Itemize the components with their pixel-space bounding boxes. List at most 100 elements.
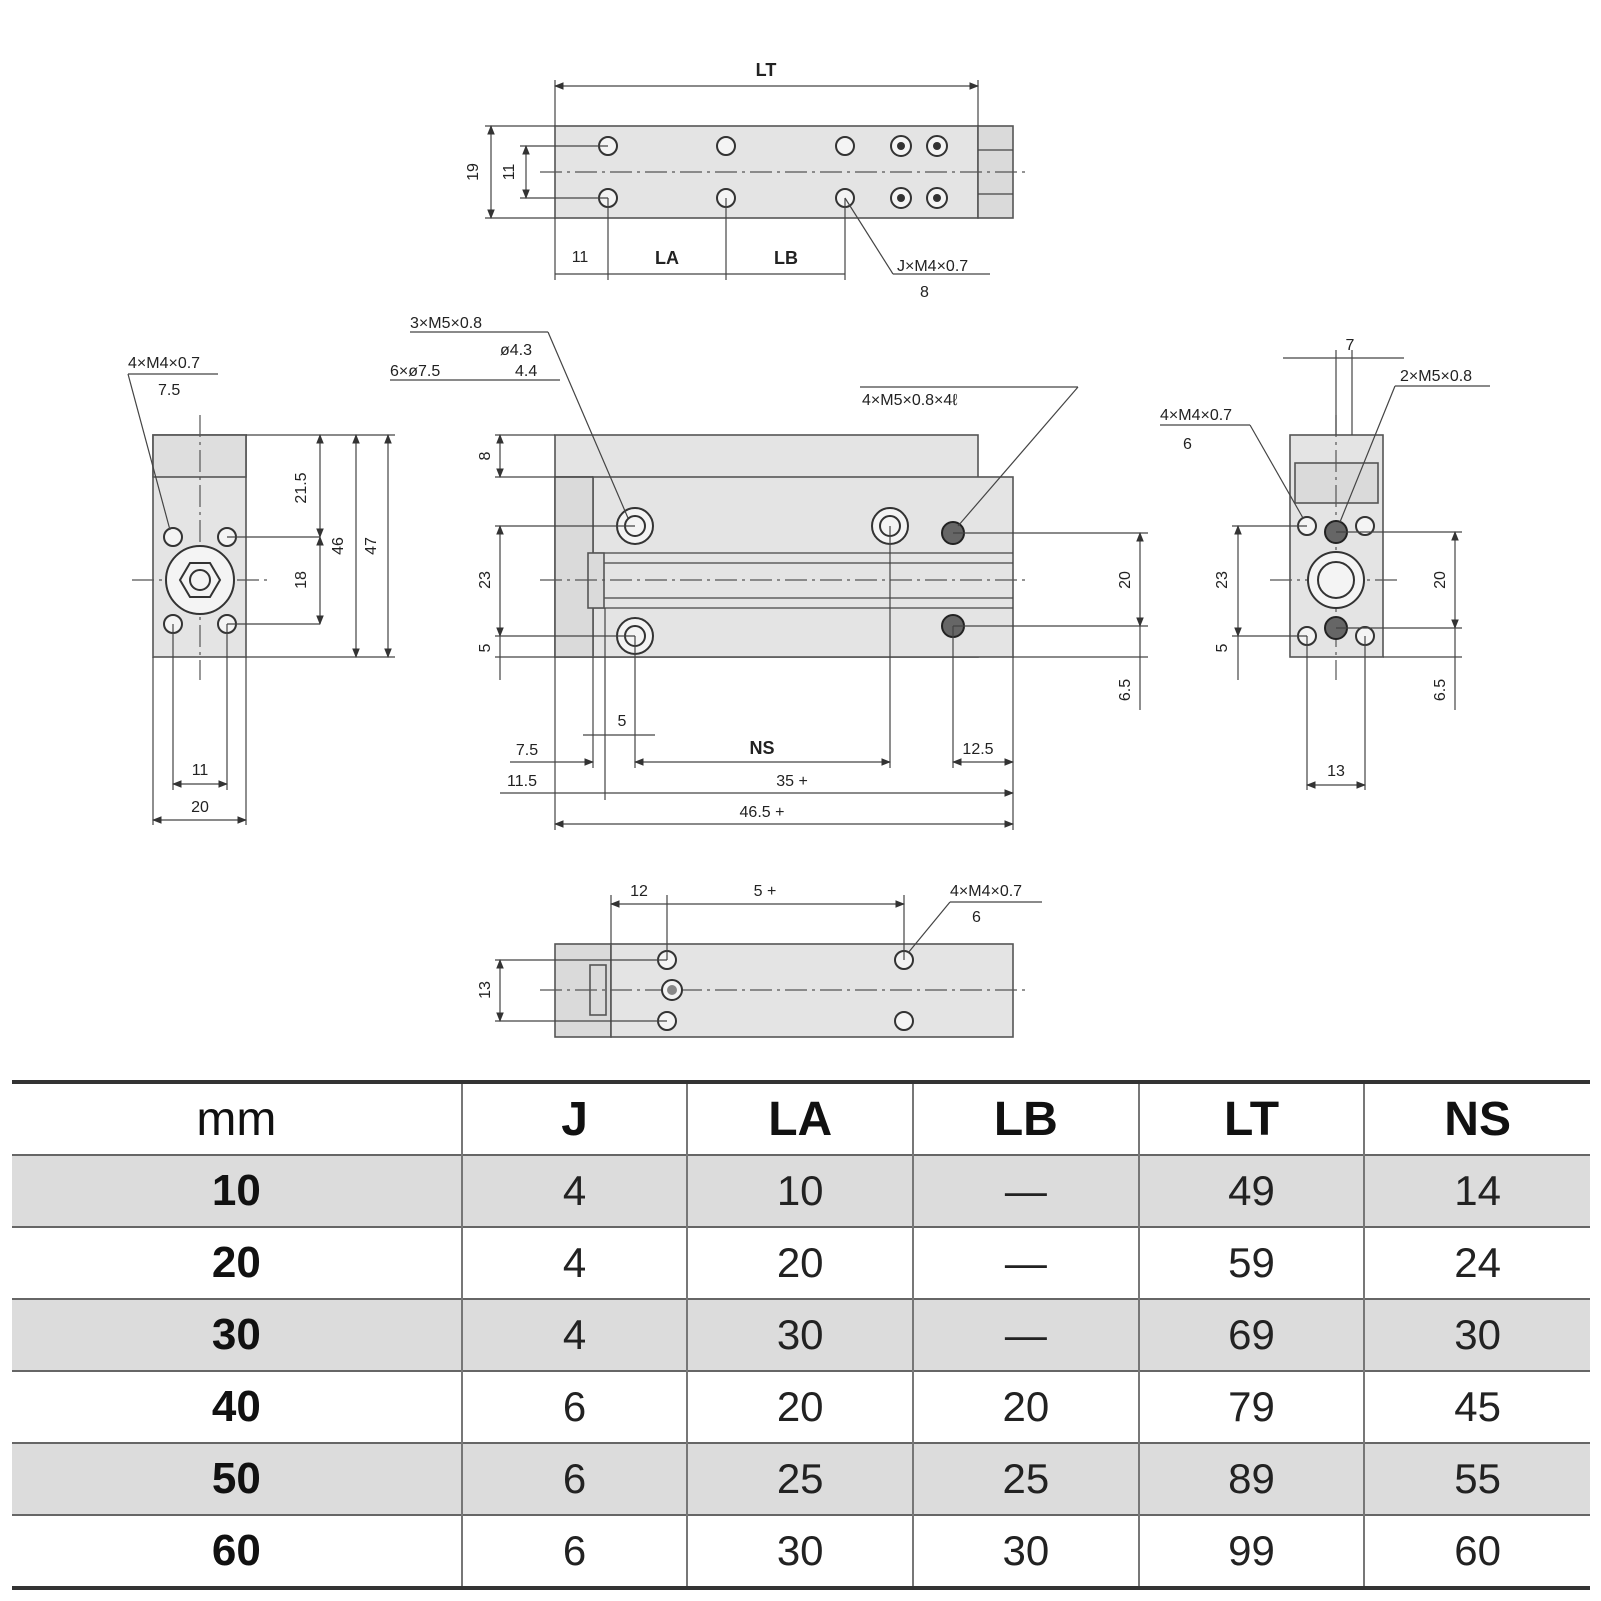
left-callout-depth: 7.5 (158, 382, 180, 399)
technical-drawing: LT 19 11 11 LA LB J×M4×0.7 8 (127, 60, 1490, 1038)
table-row: 40 6 20 20 79 45 (12, 1370, 1590, 1443)
top-dim-19: 19 (465, 163, 482, 181)
cell-size: 40 (12, 1370, 462, 1443)
cell-lt: 59 (1137, 1226, 1365, 1299)
front-dim-35-plus: 35 + (776, 773, 808, 790)
cell-la: 20 (686, 1226, 914, 1299)
right-callout-m5: 2×M5×0.8 (1400, 368, 1472, 385)
front-callout-m5: 3×M5×0.8 (410, 315, 482, 332)
cell-size: 20 (12, 1226, 462, 1299)
top-view: LT 19 11 11 LA LB J×M4×0.7 8 (465, 60, 1025, 301)
cell-lb: 30 (912, 1514, 1139, 1588)
right-dim-20: 20 (1432, 571, 1449, 589)
front-dim-6-5: 6.5 (1117, 679, 1134, 701)
top-dim-lb: LB (774, 248, 798, 268)
top-dim-lt: LT (756, 60, 777, 80)
front-callout-dia43: ø4.3 (500, 342, 532, 359)
right-callout-depth: 6 (1183, 436, 1192, 453)
left-callout-m4: 4×M4×0.7 (128, 355, 200, 372)
left-dim-11: 11 (192, 762, 209, 779)
cell-lb: — (912, 1226, 1139, 1299)
cell-lt: 89 (1137, 1442, 1365, 1515)
top-callout-j: J×M4×0.7 (897, 258, 968, 275)
bottom-callout-depth: 6 (972, 909, 981, 926)
cell-j: 6 (460, 1514, 688, 1588)
bottom-dim-13: 13 (477, 981, 494, 999)
cell-ns: 24 (1363, 1226, 1590, 1299)
cell-ns: 55 (1363, 1442, 1590, 1515)
cell-la: 30 (686, 1298, 914, 1371)
cell-la: 20 (686, 1370, 914, 1443)
front-dim-5-left: 5 (477, 643, 494, 652)
right-dim-23: 23 (1214, 571, 1231, 589)
front-dim-20: 20 (1117, 571, 1134, 589)
front-dim-ns: NS (749, 738, 774, 758)
cell-size: 50 (12, 1442, 462, 1515)
header-j: J (460, 1082, 688, 1155)
top-dim-11: 11 (572, 249, 589, 266)
top-callout-depth: 8 (920, 284, 929, 301)
front-dim-12-5: 12.5 (962, 741, 993, 758)
cell-la: 10 (686, 1154, 914, 1227)
cell-ns: 30 (1363, 1298, 1590, 1371)
cell-lb: — (912, 1154, 1139, 1227)
top-dim-la: LA (655, 248, 679, 268)
header-lb: LB (912, 1082, 1139, 1155)
table-row: 50 6 25 25 89 55 (12, 1442, 1590, 1515)
cell-lb: 25 (912, 1442, 1139, 1515)
dimension-table: mm J LA LB LT NS 10 4 10 — 49 14 20 4 20… (12, 1080, 1590, 1590)
cell-lt: 49 (1137, 1154, 1365, 1227)
front-dim-8: 8 (477, 451, 494, 460)
bottom-view: 12 5 + 4×M4×0.7 6 13 (477, 883, 1042, 1038)
bottom-dim-12: 12 (630, 883, 648, 900)
table-row: 20 4 20 — 59 24 (12, 1226, 1590, 1299)
bottom-callout-m4: 4×M4×0.7 (950, 883, 1022, 900)
cell-j: 4 (460, 1298, 688, 1371)
cell-j: 6 (460, 1370, 688, 1443)
cell-ns: 60 (1363, 1514, 1590, 1588)
table-row: 60 6 30 30 99 60 (12, 1514, 1590, 1588)
right-dim-6-5: 6.5 (1432, 679, 1449, 701)
cell-ns: 45 (1363, 1370, 1590, 1443)
header-ns: NS (1363, 1082, 1590, 1155)
table-row: 10 4 10 — 49 14 (12, 1154, 1590, 1227)
header-mm: mm (12, 1082, 462, 1155)
front-dim-11-5: 11.5 (507, 773, 537, 790)
cell-la: 30 (686, 1514, 914, 1588)
front-callout-dia75: 6×ø7.5 (390, 363, 440, 380)
right-callout-m4: 4×M4×0.7 (1160, 407, 1232, 424)
table-header-row: mm J LA LB LT NS (12, 1082, 1590, 1155)
right-dim-13: 13 (1327, 763, 1345, 780)
left-dim-46: 46 (330, 537, 347, 555)
header-lt: LT (1137, 1082, 1365, 1155)
cell-j: 4 (460, 1226, 688, 1299)
cell-lt: 99 (1137, 1514, 1365, 1588)
header-la: LA (686, 1082, 914, 1155)
cell-size: 60 (12, 1514, 462, 1588)
top-hole (598, 135, 948, 209)
bottom-dim-5-plus: 5 + (754, 883, 777, 900)
front-dim-7-5: 7.5 (516, 742, 538, 759)
left-dim-18: 18 (293, 571, 310, 589)
cell-lt: 79 (1137, 1370, 1365, 1443)
cell-lb: — (912, 1298, 1139, 1371)
right-view: 7 2×M5×0.8 4×M4×0.7 6 23 5 20 6.5 13 (1160, 337, 1490, 790)
front-dim-5-small: 5 (618, 713, 627, 730)
left-dim-47: 47 (363, 537, 380, 555)
front-callout-44: 4.4 (515, 363, 537, 380)
left-dim-20: 20 (191, 799, 209, 816)
table-row: 30 4 30 — 69 30 (12, 1298, 1590, 1371)
right-dim-7: 7 (1346, 337, 1355, 354)
front-view: 3×M5×0.8 ø4.3 6×ø7.5 4.4 4×M5×0.8×4ℓ 8 2… (390, 315, 1148, 830)
top-dim-11v: 11 (501, 164, 518, 181)
cell-j: 6 (460, 1442, 688, 1515)
left-view: 4×M4×0.7 7.5 21.5 18 46 47 11 20 (127, 355, 395, 825)
front-dim-23: 23 (477, 571, 494, 589)
left-dim-21-5: 21.5 (293, 472, 310, 503)
front-dim-46-5-plus: 46.5 + (740, 804, 785, 821)
cell-size: 10 (12, 1154, 462, 1227)
cell-lb: 20 (912, 1370, 1139, 1443)
cell-la: 25 (686, 1442, 914, 1515)
cell-j: 4 (460, 1154, 688, 1227)
cell-lt: 69 (1137, 1298, 1365, 1371)
